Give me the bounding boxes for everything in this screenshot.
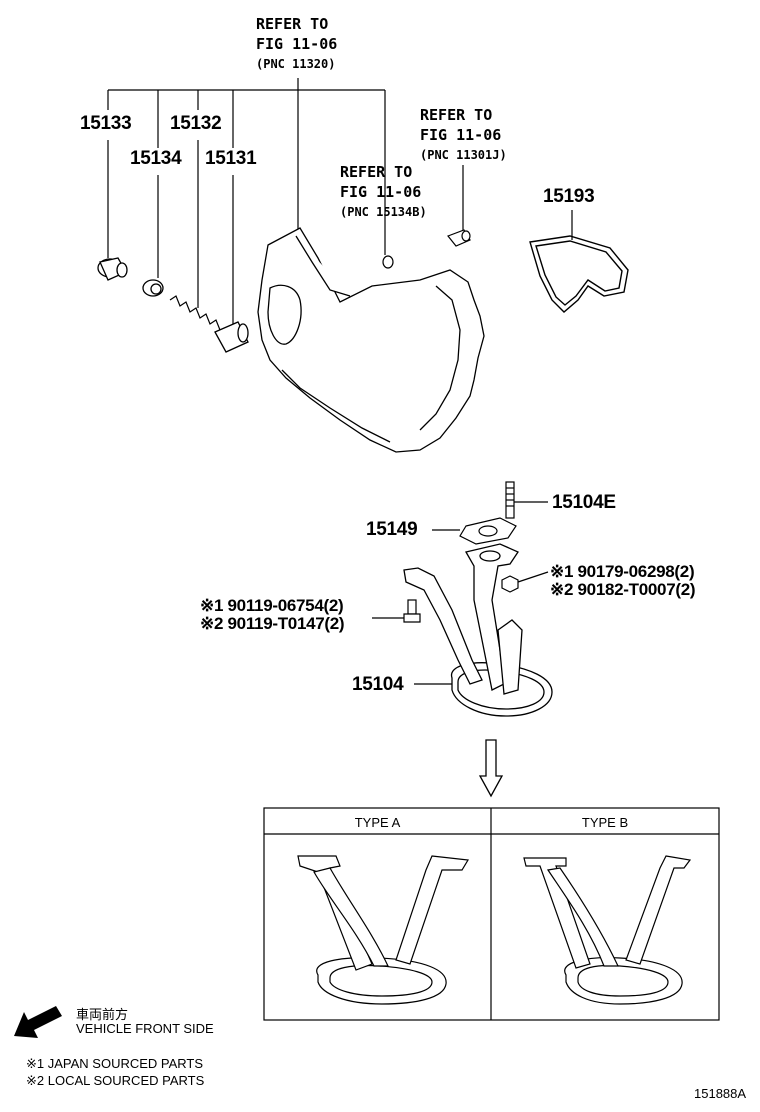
spring-15132 <box>169 295 221 331</box>
front-label-jp: 車両前方 <box>76 1007 129 1022</box>
nut <box>501 571 549 593</box>
ref-line: REFER TO <box>256 15 329 33</box>
ref-line: FIG 11-06 <box>340 183 422 201</box>
label-bolt-local: ※2 90119-T0147(2) <box>200 614 345 633</box>
ref-line: FIG 11-06 <box>420 126 502 144</box>
ref-11320: REFER TO FIG 11-06 (PNC 11320) <box>256 14 337 74</box>
bolt-ref-15134b <box>382 255 394 269</box>
label-15132: 15132 <box>170 113 222 134</box>
label-bolt-jp: ※1 90119-06754(2) <box>200 596 344 615</box>
oil-strainer-15104 <box>403 543 553 717</box>
ref-line: REFER TO <box>340 163 413 181</box>
label-15134: 15134 <box>130 148 182 169</box>
ref-15134b: REFER TO FIG 11-06 (PNC 15134B) <box>340 162 427 222</box>
valve-15131 <box>214 321 249 353</box>
type-a-header: TYPE A <box>354 815 401 830</box>
type-a-strainer <box>297 855 469 1005</box>
note-local-sourced: ※2 LOCAL SOURCED PARTS <box>26 1073 205 1088</box>
label-15149: 15149 <box>366 519 418 540</box>
label-nut-local: ※2 90182-T0007(2) <box>550 580 696 599</box>
note-japan-sourced: ※1 JAPAN SOURCED PARTS <box>26 1056 204 1071</box>
ref-line: FIG 11-06 <box>256 35 338 53</box>
label-15104: 15104 <box>352 674 404 695</box>
type-b-header: TYPE B <box>581 815 629 830</box>
stud-15104E <box>505 481 548 519</box>
ref-11301j: REFER TO FIG 11-06 (PNC 11301J) <box>420 105 507 165</box>
label-15131: 15131 <box>205 148 257 169</box>
plug-ref-11301j <box>447 229 471 247</box>
ref-pnc: (PNC 15134B) <box>340 205 427 219</box>
gasket-15193 <box>529 235 629 313</box>
front-label-en: VEHICLE FRONT SIDE <box>76 1021 214 1036</box>
gasket-15149 <box>432 517 517 545</box>
ref-pnc: (PNC 11320) <box>256 57 336 71</box>
type-b-strainer <box>523 855 692 1005</box>
types-table <box>263 807 720 1021</box>
label-nut-jp: ※1 90179-06298(2) <box>550 562 695 581</box>
figure-id: 151888A <box>694 1086 747 1101</box>
label-15193: 15193 <box>543 186 595 207</box>
bolt <box>372 599 421 623</box>
vehicle-front-arrow-icon <box>14 1006 62 1038</box>
label-15104E: 15104E <box>552 492 616 513</box>
down-arrow-icon <box>478 739 504 798</box>
transaxle-housing <box>257 227 485 453</box>
label-15133: 15133 <box>80 113 132 134</box>
ref-pnc: (PNC 11301J) <box>420 148 507 162</box>
ring-15134 <box>142 279 164 297</box>
plug-15133 <box>97 257 128 281</box>
ref-line: REFER TO <box>420 106 493 124</box>
